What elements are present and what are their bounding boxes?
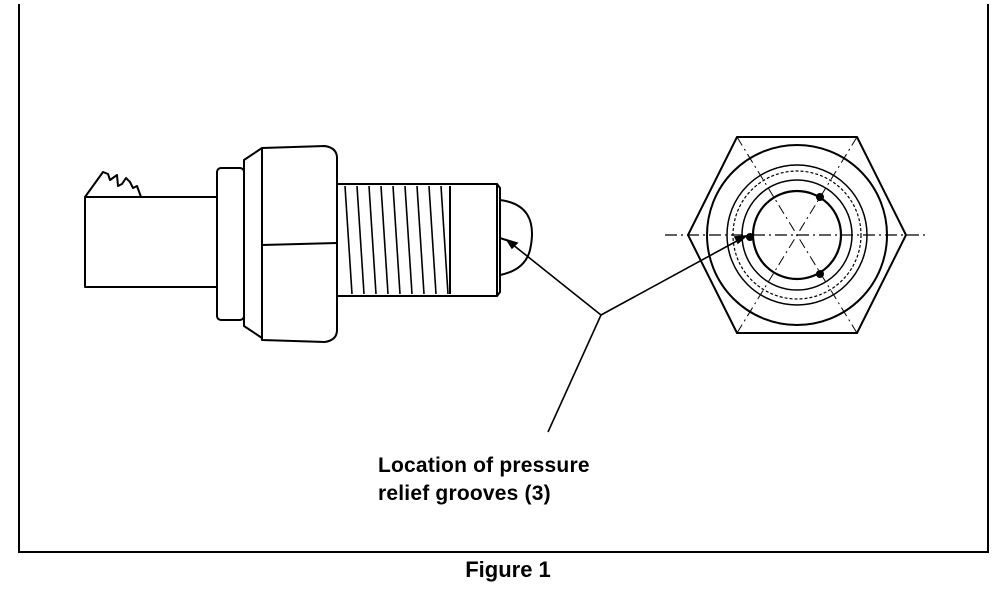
leader-lines (505, 234, 749, 433)
figure-caption: Figure 1 (0, 557, 992, 583)
connector-body (84, 196, 218, 288)
thread-lines (344, 185, 449, 295)
sensor-side-view (84, 145, 533, 343)
flange (216, 167, 245, 321)
callout-line-2: relief grooves (3) (378, 482, 551, 505)
connector-latch (84, 171, 142, 198)
callout-label: Location of pressure relief grooves (3) (378, 452, 590, 508)
sensor-end-view (665, 136, 925, 334)
figure-border (18, 4, 989, 553)
callout-line-1: Location of pressure (378, 454, 590, 477)
hex-nut (261, 145, 338, 343)
tip (496, 183, 501, 297)
ball-end (499, 199, 533, 276)
washer (243, 147, 263, 339)
figure-caption-text: Figure 1 (465, 557, 551, 582)
